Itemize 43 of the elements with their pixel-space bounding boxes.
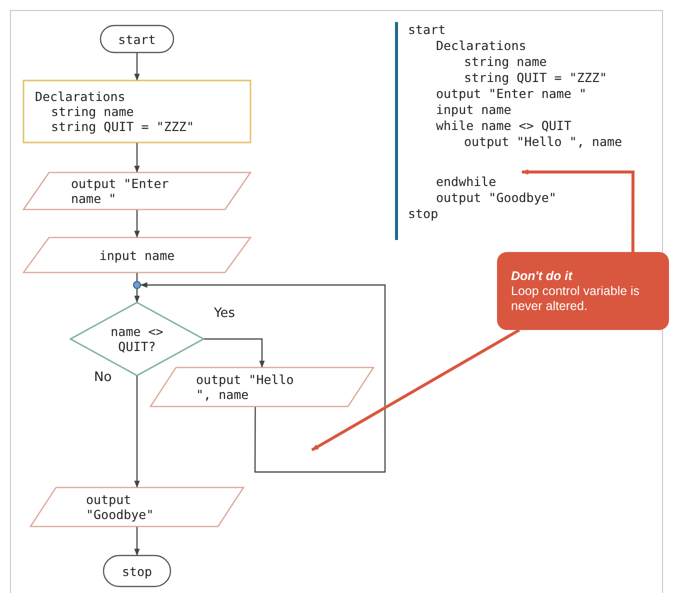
code-line: output "Goodbye" [436,190,556,205]
leader-arrow [521,169,634,252]
arrow [134,527,140,556]
connector-line [136,273,138,281]
arrow [204,338,265,368]
io-parallelogram [30,487,244,527]
arrow [134,376,140,488]
node-label: string QUIT = "ZZZ" [51,119,194,134]
code-line: output "Hello ", name [464,134,622,149]
code-line: start [408,22,446,37]
code-line: string QUIT = "ZZZ" [464,70,607,85]
node-label: stop [122,564,152,578]
code-line: endwhile [436,174,496,189]
node-label: output "Goodbye" [86,492,155,522]
arrow [134,53,140,81]
io-parallelogram [23,237,251,273]
arrow [134,143,140,173]
io-parallelogram [23,172,251,210]
code-line: stop [408,206,438,221]
code-line: input name [436,102,512,117]
callout-text: Loop control variable is never altered. [511,284,641,314]
leader-arrow [311,328,520,452]
node-label: string name [51,104,134,119]
node-label: input name [99,248,175,262]
arrow [140,282,386,473]
arrow [134,210,140,238]
node-label: name <> QUIT? [110,324,164,354]
node-label: output "Enter name " [71,176,170,206]
terminal-pill [103,555,171,587]
io-parallelogram [150,367,374,407]
code-line: Declarations [436,38,526,53]
callout-heading: Don't do it [511,268,574,284]
node-label: output "Hello ", name [196,372,295,402]
code-line: string name [464,54,547,69]
code-line: output "Enter name " [436,86,587,101]
code-line: while name <> QUIT [436,118,572,133]
terminal-pill [100,25,174,53]
process-box [23,80,251,143]
node-label: start [118,32,156,46]
junction-dot [133,281,141,289]
arrow [134,289,140,303]
callout-box [497,252,669,330]
node-label: Declarations [35,89,126,104]
